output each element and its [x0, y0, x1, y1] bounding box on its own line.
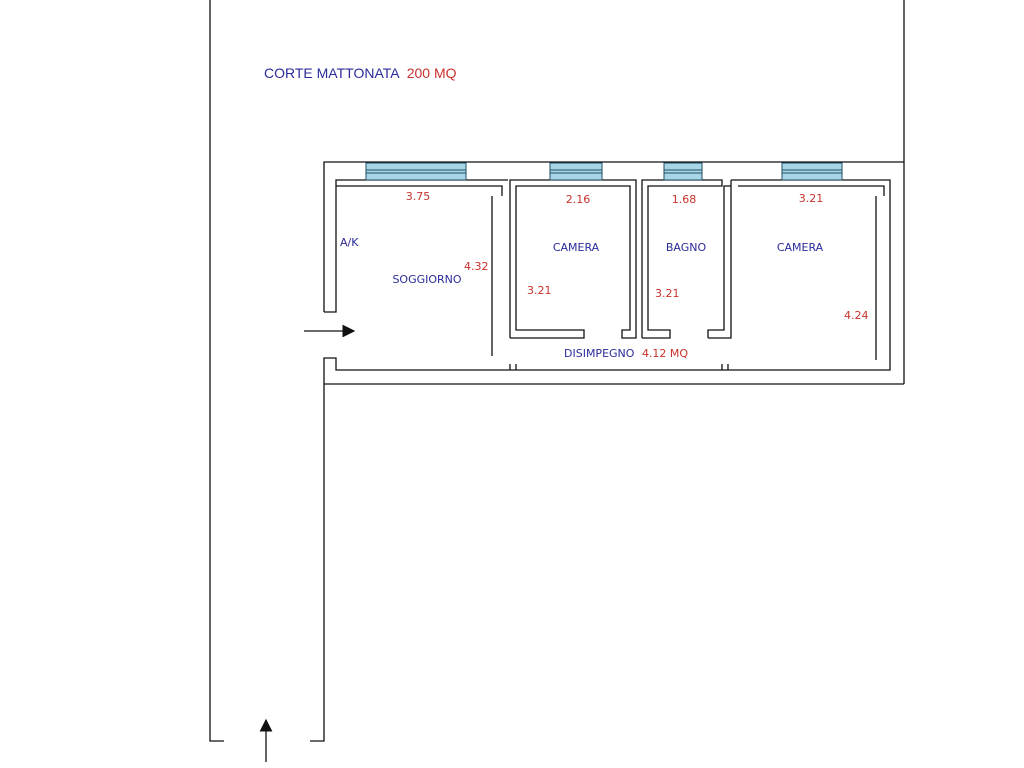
exterior-wall-entry-lower [323, 179, 891, 384]
camera1-label: CAMERA [553, 241, 600, 254]
soggiorno-wall [336, 185, 503, 196]
bagno-width: 1.68 [672, 193, 697, 206]
soggiorno-depth: 4.32 [464, 260, 489, 273]
exterior-wall-outer [323, 161, 905, 384]
window-camera1 [549, 162, 603, 181]
lot-inner-boundary [310, 383, 904, 742]
camera2-inner-wall [738, 185, 885, 196]
soggiorno-width: 3.75 [406, 190, 431, 203]
window-bagno [663, 162, 703, 181]
corridor-jambs [509, 364, 729, 370]
camera1-depth: 3.21 [527, 284, 552, 297]
disimpegno-label: DISIMPEGNO [564, 347, 635, 360]
soggiorno-label: SOGGIORNO [392, 273, 461, 286]
lot-left-boundary [209, 0, 224, 742]
court-title: CORTE MATTONATA 200 MQ [264, 65, 457, 81]
disimpegno-area: 4.12 MQ [642, 347, 688, 360]
camera2-width: 3.21 [799, 192, 824, 205]
disimpegno-title: DISIMPEGNO 4.12 MQ [564, 347, 688, 360]
camera2-label: CAMERA [777, 241, 824, 254]
windows [365, 162, 843, 181]
court-area: 200 MQ [407, 65, 457, 81]
camera1-walls [509, 179, 637, 339]
camera1-width: 2.16 [566, 193, 591, 206]
camera2-walls [707, 180, 732, 339]
window-soggiorno [365, 162, 467, 181]
court-name: CORTE MATTONATA [264, 65, 400, 81]
bagno-depth: 3.21 [655, 287, 680, 300]
window-camera2 [781, 162, 843, 181]
kitchen-label: A/K [340, 236, 359, 249]
bagno-label: BAGNO [666, 241, 707, 254]
interior-walls [336, 179, 885, 370]
lot-outline [209, 0, 905, 742]
camera2-depth: 4.24 [844, 309, 869, 322]
